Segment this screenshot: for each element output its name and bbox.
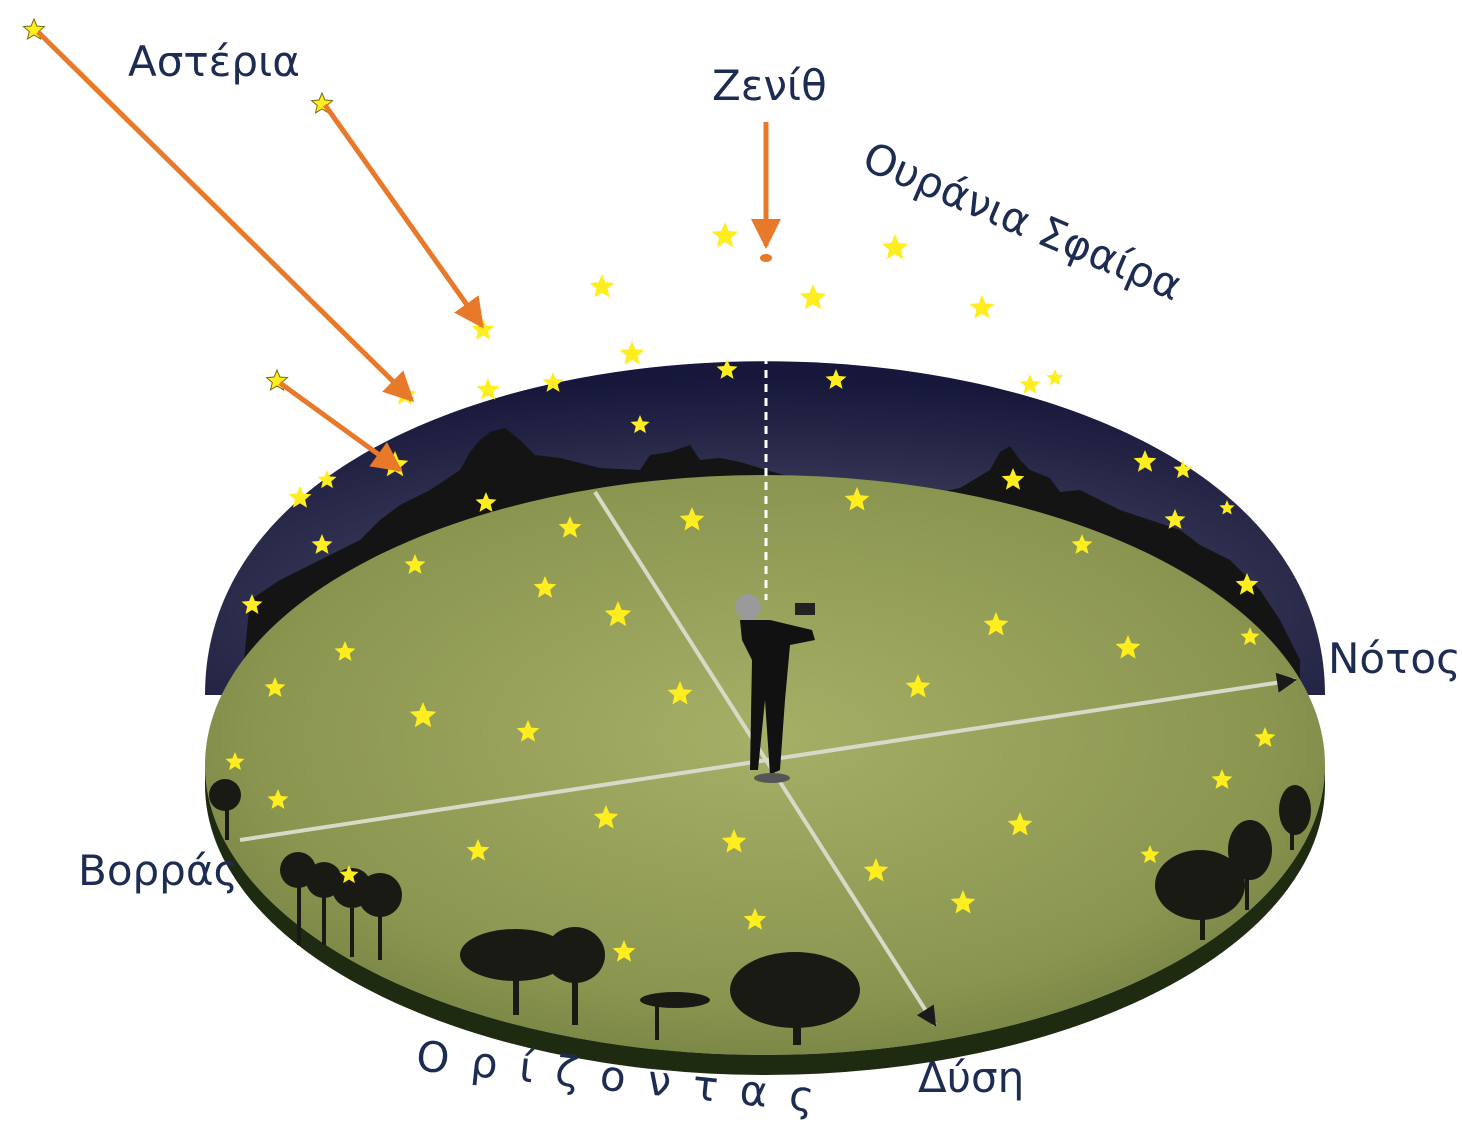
star-icon xyxy=(983,612,1009,636)
star-icon xyxy=(1219,500,1235,515)
star-icon xyxy=(743,908,767,930)
star-icon xyxy=(1140,845,1160,864)
star-icon xyxy=(716,359,738,379)
star-icon xyxy=(711,222,739,248)
star-icon xyxy=(1071,534,1093,554)
compass-lines xyxy=(239,490,1297,1027)
star-icon xyxy=(1173,460,1193,479)
zenith-label: Ζενίθ xyxy=(712,61,827,110)
star-icon xyxy=(409,702,437,728)
south-label: Νότος xyxy=(1328,634,1461,683)
star-icon xyxy=(881,234,909,260)
star-icon xyxy=(969,295,995,319)
star-icon xyxy=(589,274,615,298)
star-icon xyxy=(533,576,557,598)
star-icon xyxy=(267,789,289,809)
celestial-sphere-label: Ουράνια Σφαίρα xyxy=(856,132,1189,310)
north-label: Βορράς xyxy=(78,846,238,895)
star-icon xyxy=(863,858,889,882)
pointer-arrows xyxy=(36,30,781,473)
star-icon xyxy=(1001,468,1025,490)
star-icon xyxy=(471,318,495,340)
stars-label: Αστέρια xyxy=(128,37,300,86)
star-icon xyxy=(1046,369,1064,386)
star-icon xyxy=(264,677,286,697)
star-icon xyxy=(404,554,426,574)
star-icon xyxy=(466,839,490,861)
star-icon xyxy=(1007,812,1033,836)
star-icon xyxy=(334,641,356,661)
star-icon xyxy=(667,681,693,705)
west-label: Δύση xyxy=(918,1053,1024,1102)
star-icon xyxy=(1133,450,1157,472)
star-icon xyxy=(475,492,497,512)
star-icon xyxy=(476,378,500,400)
zenith-point xyxy=(760,254,772,262)
star-icon xyxy=(905,674,931,698)
star-icon xyxy=(1211,769,1233,789)
star-icon xyxy=(558,516,582,538)
star-icon xyxy=(1164,509,1186,529)
star-icon xyxy=(1019,374,1041,394)
star-icon xyxy=(241,594,263,614)
tree-silhouette xyxy=(209,779,1311,1045)
star-icon xyxy=(844,487,870,511)
star-icon xyxy=(288,486,312,508)
star-icon xyxy=(542,372,564,392)
star-icon xyxy=(721,829,747,853)
star-icon xyxy=(825,369,847,389)
star-icon xyxy=(1235,573,1259,595)
star-icon xyxy=(679,507,705,531)
star-icon xyxy=(339,865,359,884)
star-icon xyxy=(317,470,337,489)
star-icon xyxy=(225,752,245,771)
star-icon xyxy=(1115,635,1141,659)
star-icon xyxy=(619,341,645,365)
star-icon xyxy=(799,284,827,310)
star-icon xyxy=(612,940,636,962)
horizon-plane xyxy=(205,475,1325,1055)
star-icon xyxy=(1254,727,1276,747)
star-icon xyxy=(950,890,976,914)
star-icon xyxy=(1240,627,1260,646)
star-icon xyxy=(311,534,333,554)
observer-figure xyxy=(735,594,815,783)
star-icon xyxy=(630,415,650,434)
star-icon xyxy=(593,805,619,829)
star-icon xyxy=(604,601,632,627)
star-icon xyxy=(516,720,540,742)
